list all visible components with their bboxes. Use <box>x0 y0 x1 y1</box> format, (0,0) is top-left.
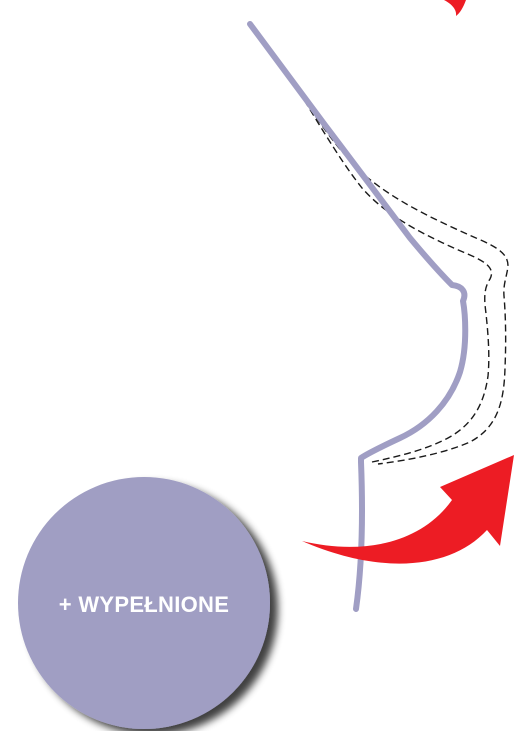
curved-arrow-icon <box>302 455 514 564</box>
badge-label: + WYPEŁNIONE <box>14 592 274 618</box>
dashed-contour-inner <box>287 72 492 462</box>
dashed-contour-outer <box>280 62 508 464</box>
top-arrow-fragment-icon <box>444 0 466 16</box>
